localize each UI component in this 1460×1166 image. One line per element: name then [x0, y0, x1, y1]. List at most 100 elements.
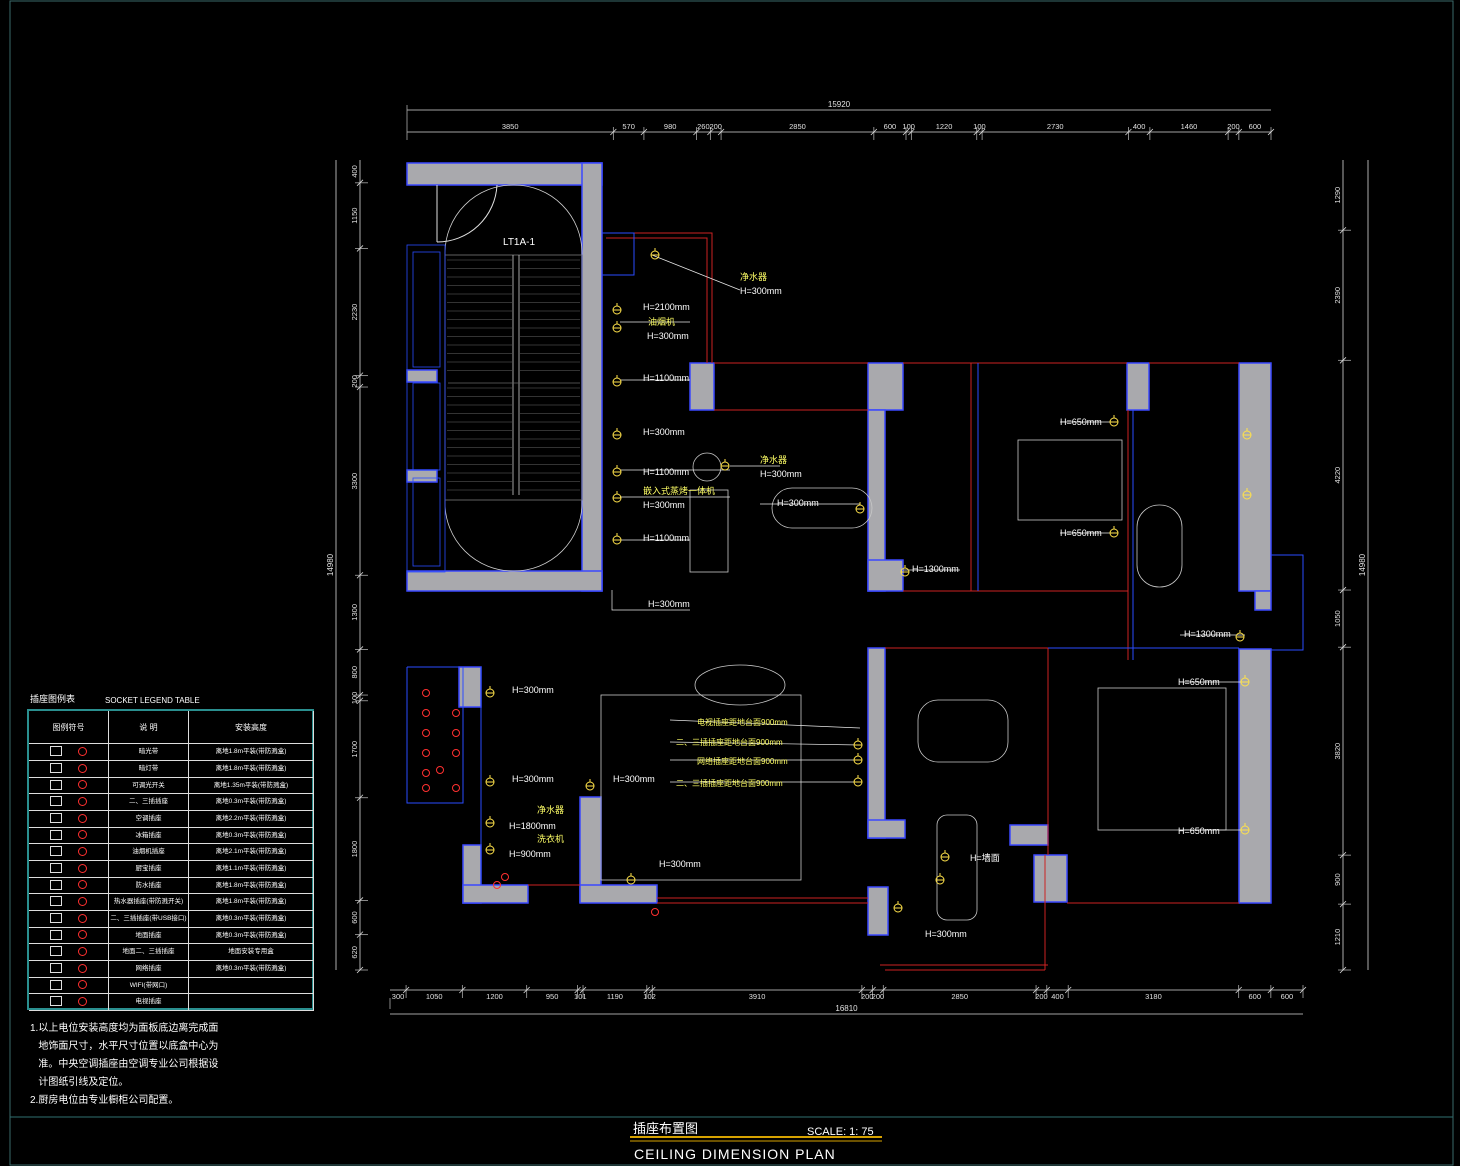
- note-h300-2: H=300mm: [647, 331, 689, 341]
- legend-symbol-icon: [50, 879, 62, 890]
- socket-symbol: [612, 321, 622, 333]
- legend-height: 离地2.2m平装(带防溅盒): [189, 811, 314, 828]
- legend-symbol-cell: [29, 844, 109, 861]
- note-h1100-1: H=1100mm: [643, 373, 689, 383]
- leader-lines: [611, 254, 1245, 831]
- dim-bottom-slash: [402, 986, 410, 994]
- dim-left-slash: [356, 966, 364, 974]
- general-notes: 1.以上电位安装高度均为面板底边离完成面 地饰面尺寸，水平尺寸位置以底盒中心为 …: [30, 1020, 230, 1110]
- wall-laundry-bottom: [462, 884, 529, 904]
- closet-island: [917, 699, 1009, 763]
- socket-symbol: [853, 775, 863, 787]
- legend-symbol-cell: [29, 744, 109, 761]
- dim-left-slash: [356, 697, 364, 705]
- dim-bottom-seg-label: 3180: [1145, 992, 1162, 1001]
- dim-right-seg-label: 2390: [1333, 287, 1342, 304]
- light-fixture-icon: [422, 749, 430, 757]
- legend-desc: 地面插座: [109, 927, 189, 945]
- note-water-purifier-2: 净水器: [760, 454, 787, 465]
- dim-top-seg-label: 100: [973, 122, 986, 131]
- dim-top-slash: [1146, 128, 1154, 136]
- note-h650-1: H=650mm: [1060, 417, 1102, 427]
- legend-symbol-icon: [50, 996, 62, 1007]
- dim-bottom-slash: [869, 986, 876, 994]
- drawing-title-cn: 插座布置图: [633, 1121, 699, 1136]
- legend-symbol-icon: [50, 979, 62, 990]
- dim-bottom-seg-label: 2850: [951, 992, 968, 1001]
- legend-height: [189, 994, 314, 1011]
- dim-bottom-seg-label: 200: [872, 992, 885, 1001]
- light-fixture-icon: [422, 769, 430, 777]
- legend-desc: 可调光开关: [109, 777, 189, 795]
- note-socket-900-2: 二、三插插座距地台面900mm: [676, 778, 783, 788]
- dim-right-slash: [1339, 357, 1347, 364]
- socket-symbol: [485, 686, 495, 698]
- socket-symbol: [585, 779, 595, 791]
- drawing-border: [9, 0, 1454, 1166]
- legend-height: 离地0.3m平装(带防溅盒): [189, 794, 314, 811]
- dim-bottom-seg-label: 102: [643, 992, 656, 1001]
- wall-mid-column-2: [867, 819, 906, 839]
- dim-right-total-label: 14980: [1358, 553, 1367, 576]
- dim-left-seg-label: 200: [350, 375, 359, 388]
- wall-stair-top: [406, 162, 603, 186]
- note-h1100-3: H=1100mm: [643, 533, 689, 543]
- dim-bottom-seg-label: 950: [546, 992, 559, 1001]
- legend-symbol-cell: [29, 911, 109, 928]
- legend-symbol-icon: [50, 846, 62, 857]
- legend-height: 离地0.3m平装(带防溅盒): [189, 927, 314, 945]
- dim-top-seg-label: 2730: [1047, 122, 1064, 131]
- dim-top-slash: [693, 128, 700, 136]
- dim-left-slash: [356, 372, 364, 379]
- legend-desc: 防水插座: [109, 877, 189, 895]
- round-table: [692, 452, 722, 482]
- legend-height: 离地0.3m平装(带防溅盒): [189, 827, 314, 845]
- legend-symbol-icon: [50, 963, 62, 974]
- staircase: [406, 184, 583, 573]
- legend-symbol-icon: [50, 863, 62, 874]
- legend-height: 离地1.8m平装(带防溅盒): [189, 877, 314, 895]
- note-h300-9: H=300mm: [512, 774, 554, 784]
- legend-height: [189, 977, 314, 995]
- legend-height: 地面安装专用盒: [189, 944, 314, 961]
- note-h2100: H=2100mm: [643, 302, 690, 312]
- legend-symbol-alt-icon: [78, 880, 87, 890]
- legend-desc: 暗光带: [109, 744, 189, 761]
- legend-desc: 厨宝插座: [109, 861, 189, 878]
- dim-right-seg-label: 3820: [1333, 743, 1342, 760]
- legend-symbol-cell: [29, 777, 109, 795]
- dim-top-seg-label: 980: [664, 122, 677, 131]
- note-line-2: 地饰面尺寸，水平尺寸位置以底盒中心为: [30, 1041, 219, 1052]
- legend-desc: 地面二、三插插座: [109, 944, 189, 961]
- dim-left-seg-label: 400: [350, 165, 359, 178]
- note-h650-2: H=650mm: [1060, 528, 1102, 538]
- wall-bed2-left: [1033, 854, 1068, 903]
- dim-left-seg-label: 1150: [350, 208, 359, 224]
- dim-top-slash: [640, 128, 648, 136]
- socket-symbols: [422, 248, 1252, 916]
- light-fixture-icon: [436, 766, 444, 774]
- legend-height: 离地1.8m平装(带防溅盒): [189, 761, 314, 778]
- left-dimension-chain: 1498040011502230200330013008001001700180…: [326, 160, 368, 974]
- note-water-purifier-1: 净水器: [740, 271, 767, 282]
- socket-symbol: [485, 816, 495, 828]
- socket-symbol: [612, 465, 622, 477]
- dim-bottom-slash: [523, 986, 530, 994]
- note-h-wall: H=墙面: [970, 852, 1000, 863]
- dim-right-slash: [1339, 226, 1347, 234]
- dim-bottom-seg-label: 200: [861, 992, 874, 1001]
- dim-left-slash: [356, 897, 364, 904]
- legend-symbol-icon: [50, 946, 62, 957]
- wall-column-3: [1126, 362, 1150, 411]
- dim-bottom-seg-label: 300: [392, 992, 405, 1001]
- legend-desc: 热水器插座(带防溅开关): [109, 894, 189, 911]
- dim-left-slash: [356, 931, 364, 938]
- socket-symbol: [1242, 488, 1252, 500]
- dim-top-seg-label: 600: [884, 122, 897, 131]
- legend-symbol-cell: [29, 944, 109, 961]
- note-h300-11: H=300mm: [659, 859, 701, 869]
- legend-symbol-alt-icon: [78, 963, 87, 973]
- legend-symbol-icon: [50, 796, 62, 807]
- light-fixture-icon: [422, 784, 430, 792]
- note-h1300-2: H=1300mm: [1184, 629, 1231, 639]
